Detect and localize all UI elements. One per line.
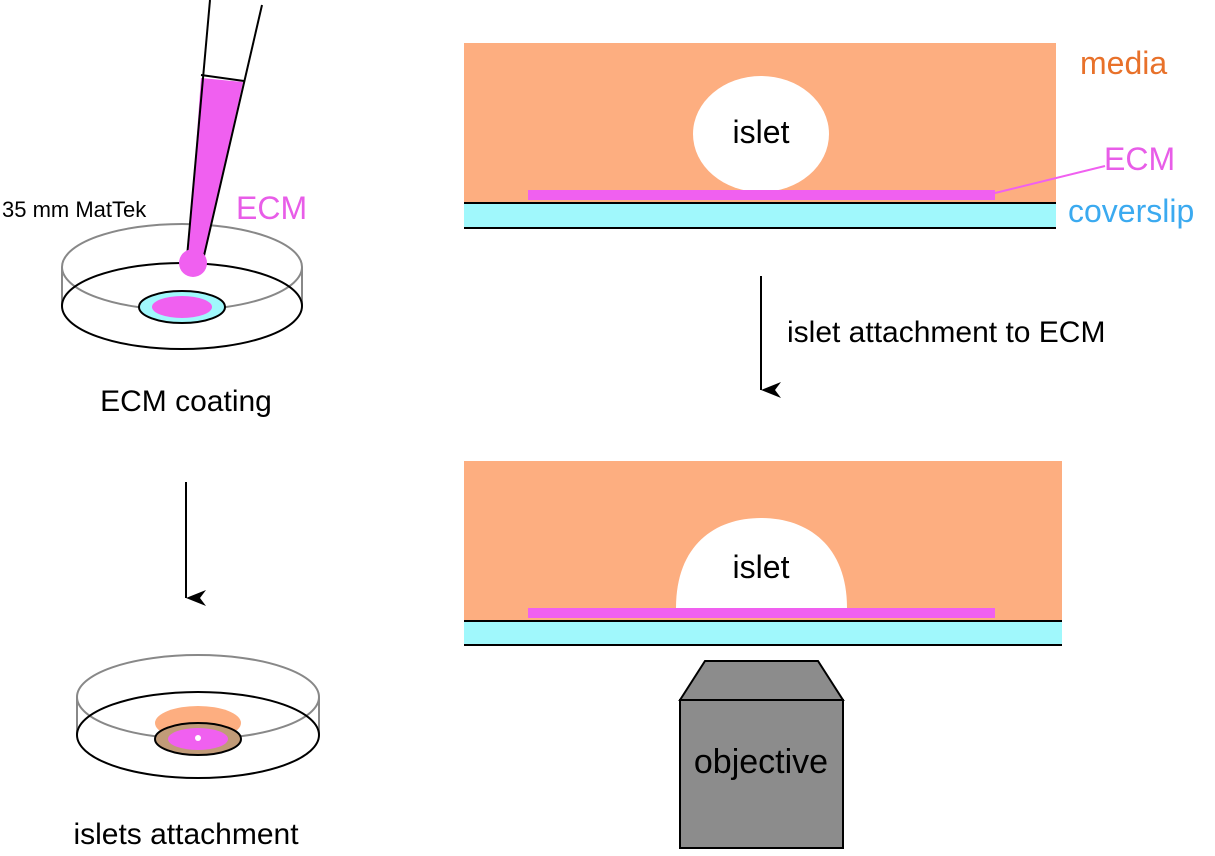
coverslip-layer — [464, 621, 1062, 645]
coverslip-label: coverslip — [1068, 193, 1194, 229]
islet-label-top: islet — [733, 114, 790, 150]
islet-shape — [676, 518, 847, 608]
dish-type-label: 35 mm MatTek — [2, 197, 147, 222]
ecm-pipette-label: ECM — [236, 190, 307, 226]
petri-dish-icon — [76, 654, 320, 779]
ecm-layer — [528, 608, 995, 618]
objective-lens-icon — [678, 660, 845, 849]
coverslip-layer — [464, 203, 1056, 228]
pipette-icon — [179, 0, 263, 277]
ecm-spot — [152, 296, 212, 318]
ecm-layer — [528, 190, 995, 200]
islet-label-bottom: islet — [733, 549, 790, 585]
ecm-side-label: ECM — [1104, 141, 1175, 177]
ecm-leader-line — [994, 165, 1106, 194]
step2-caption: islets attachment — [73, 818, 299, 851]
islet-dot — [195, 735, 201, 741]
cross-section-bottom — [464, 461, 1062, 646]
islet-shape — [693, 76, 829, 192]
media-label: media — [1080, 45, 1167, 81]
step1-caption: ECM coating — [100, 385, 272, 418]
transition-label: islet attachment to ECM — [787, 316, 1105, 349]
objective-label: objective — [694, 743, 828, 781]
petri-dish-icon — [61, 223, 303, 350]
cross-section-top — [464, 43, 1106, 229]
